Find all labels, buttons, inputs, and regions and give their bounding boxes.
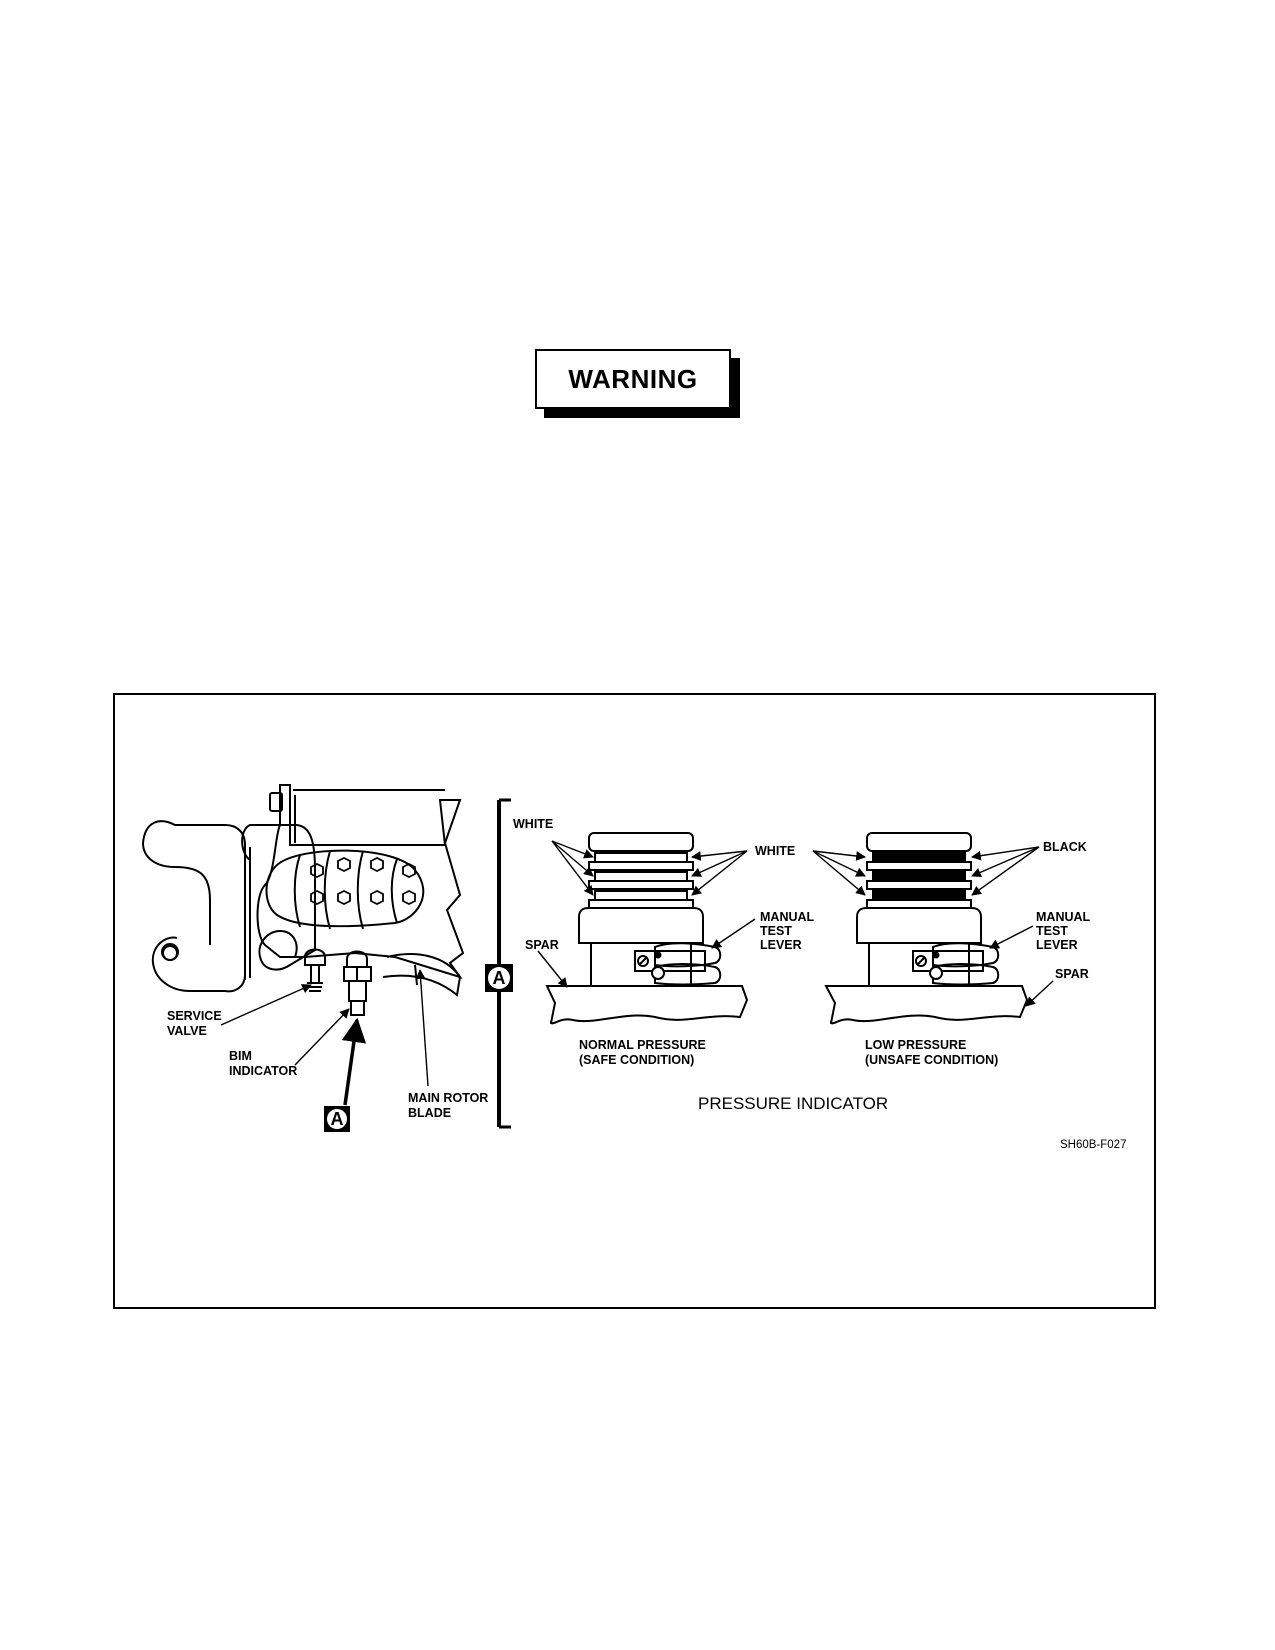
- label-main-rotor-blade-2: BLADE: [408, 1106, 451, 1120]
- caption-low-2: (UNSAFE CONDITION): [865, 1053, 998, 1067]
- detail-ref-letter-left: A: [331, 1109, 344, 1129]
- normal-pressure-indicator: [578, 832, 722, 986]
- rotor-blade-section: [382, 953, 462, 997]
- label-main-rotor-blade-1: MAIN ROTOR: [408, 1091, 488, 1105]
- label-black: BLACK: [1043, 840, 1087, 854]
- detail-marker-badge: A: [485, 964, 513, 992]
- warning-callout: WARNING: [535, 349, 742, 420]
- detail-bracket: [497, 798, 511, 1129]
- caption-low-1: LOW PRESSURE: [865, 1038, 966, 1052]
- bim-indicator: [343, 950, 372, 1016]
- cuff-arm: [241, 824, 316, 971]
- spar-low: [824, 985, 1029, 1025]
- blade-cuff-drawing: [142, 784, 465, 997]
- hex-bolts: [310, 856, 416, 906]
- shared-white-leaders: [691, 850, 866, 896]
- figure-code: SH60B-F027: [1060, 1139, 1126, 1151]
- warning-label: WARNING: [535, 349, 731, 409]
- label-manual-test-lever-normal-2: TEST: [760, 924, 792, 938]
- caption-normal-2: (SAFE CONDITION): [579, 1053, 694, 1067]
- label-spar-normal: SPAR: [525, 938, 559, 952]
- label-bim-indicator-2: INDICATOR: [229, 1064, 297, 1078]
- normal-leaders: [537, 840, 756, 988]
- detail-marker-letter: A: [493, 968, 506, 988]
- label-manual-test-lever-low-2: TEST: [1036, 924, 1068, 938]
- label-service-valve-2: VALVE: [167, 1024, 207, 1038]
- low-leaders: [971, 846, 1054, 1007]
- service-valve: [304, 948, 326, 992]
- figure-frame: SERVICE VALVE BIM INDICATOR MAIN ROTOR B…: [113, 693, 1156, 1309]
- label-manual-test-lever-normal-3: LEVER: [760, 938, 802, 952]
- detail-arrow: [341, 1017, 367, 1106]
- label-spar-low: SPAR: [1055, 967, 1089, 981]
- label-manual-test-lever-low-3: LEVER: [1036, 938, 1078, 952]
- label-white-left: WHITE: [513, 817, 553, 831]
- label-white-shared: WHITE: [755, 844, 795, 858]
- pressure-indicator-illustration: SERVICE VALVE BIM INDICATOR MAIN ROTOR B…: [142, 784, 1126, 1151]
- spar-normal: [545, 985, 749, 1025]
- figure-title: PRESSURE INDICATOR: [698, 1094, 888, 1113]
- label-manual-test-lever-low-1: MANUAL: [1036, 910, 1091, 924]
- label-manual-test-lever-normal-1: MANUAL: [760, 910, 815, 924]
- left-leaders: [220, 969, 429, 1087]
- caption-normal-1: NORMAL PRESSURE: [579, 1038, 706, 1052]
- low-pressure-indicator: [856, 832, 1000, 986]
- label-service-valve-1: SERVICE: [167, 1009, 222, 1023]
- detail-ref-badge-left: A: [324, 1106, 350, 1132]
- label-bim-indicator-1: BIM: [229, 1049, 252, 1063]
